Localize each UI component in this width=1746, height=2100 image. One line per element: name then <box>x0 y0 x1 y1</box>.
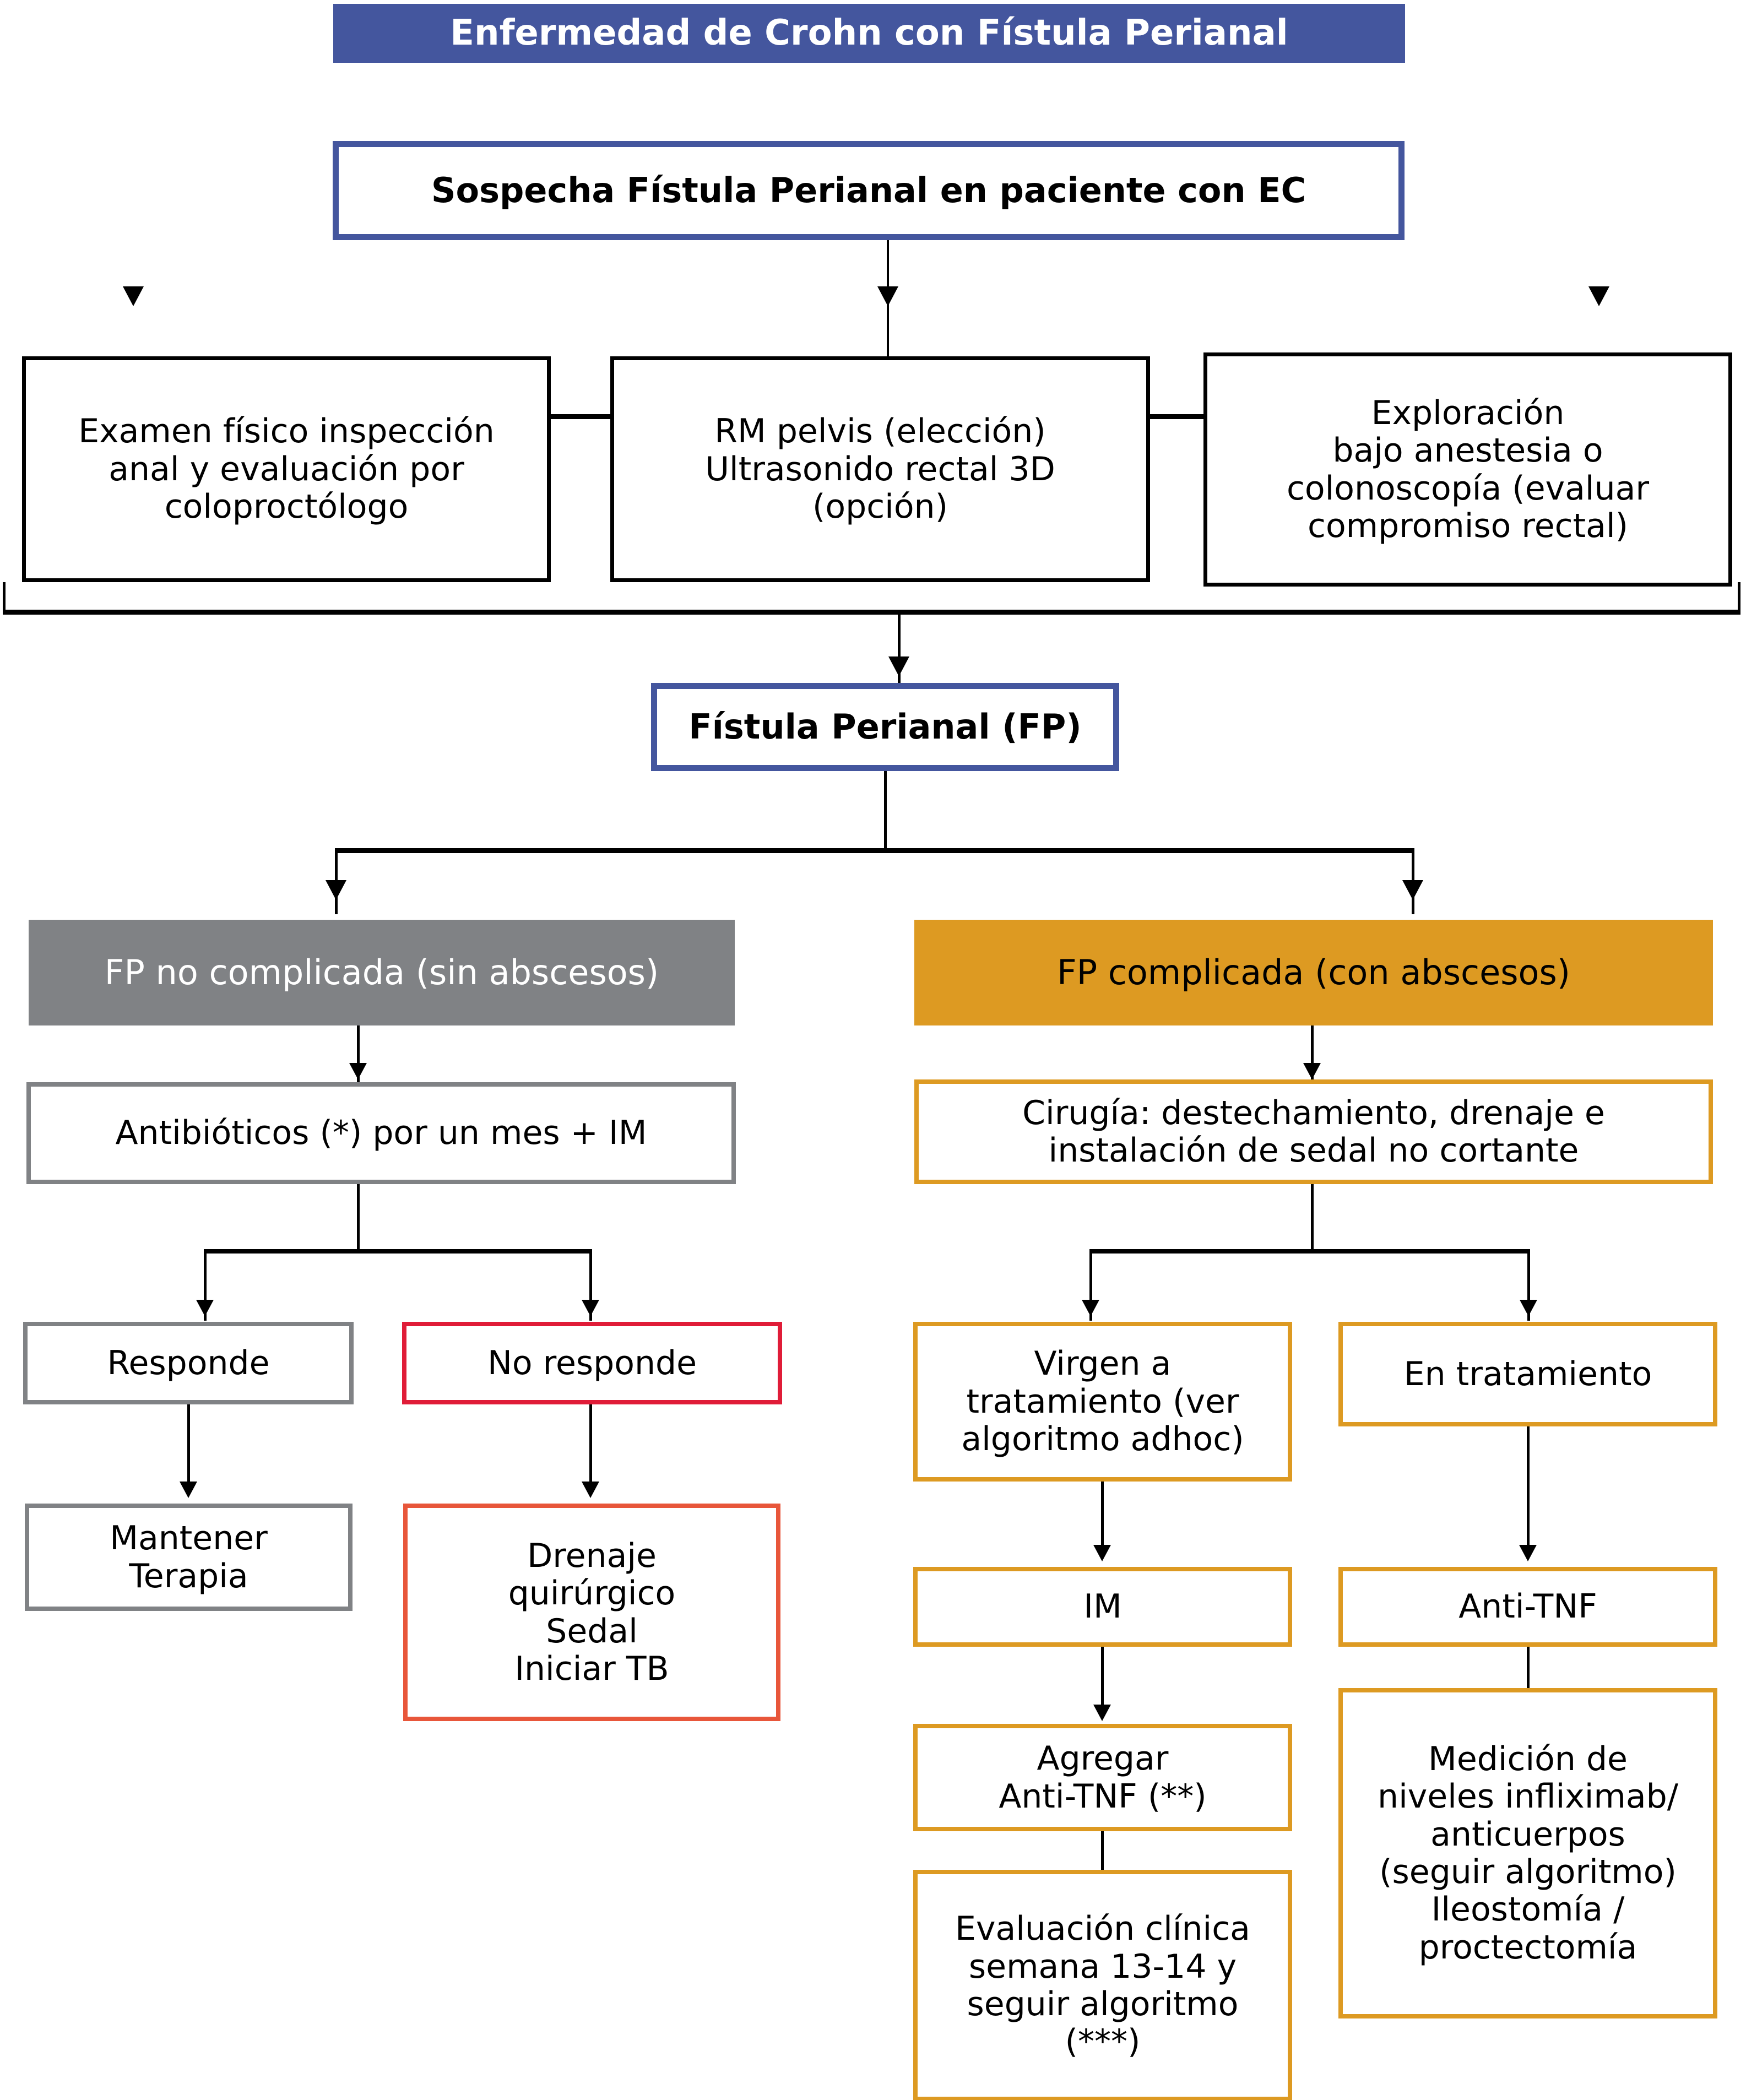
node-antibiotics: Antibióticos (*) por un mes + IM <box>26 1082 736 1184</box>
connector-suspicion-down <box>887 240 889 416</box>
connector-diagnosis-down <box>884 771 887 851</box>
arrow-to-antitnf <box>1519 1545 1537 1561</box>
node-surgical-drainage: Drenaje quirúrgico Sedal Iniciar TB <box>403 1504 780 1721</box>
node-treatment-naive-label: Virgen a tratamiento (ver algoritmo adho… <box>961 1344 1244 1459</box>
connector-merge-right-drop <box>1738 582 1740 613</box>
branch-header-uncomplicated: FP no complicada (sin abscesos) <box>29 920 735 1025</box>
node-antibiotics-label: Antibióticos (*) por un mes + IM <box>115 1114 647 1153</box>
node-workup-imaging: RM pelvis (elección) Ultrasonido rectal … <box>610 356 1150 582</box>
node-measure-levels-label: Medición de niveles infliximab/ anticuer… <box>1378 1739 1678 1967</box>
node-treatment-naive: Virgen a tratamiento (ver algoritmo adho… <box>913 1322 1292 1482</box>
arrow-to-branch-right <box>1402 880 1423 900</box>
node-responds-label: Responde <box>107 1343 270 1382</box>
connector-branch-bar <box>335 848 1414 853</box>
connector-im-down <box>1101 1647 1104 1710</box>
connector-surgery-split-left <box>1089 1249 1092 1321</box>
node-diagnosis-label: Fístula Perianal (FP) <box>688 706 1082 747</box>
connector-merge-bar <box>3 610 1740 615</box>
connector-surgery-split-bar <box>1089 1249 1530 1254</box>
arrow-to-workup-2 <box>877 286 898 306</box>
connector-antibiotics-split-bar <box>204 1249 592 1254</box>
node-workup-physical-exam-label: Examen físico inspección anal y evaluaci… <box>78 412 495 527</box>
node-responds: Responde <box>23 1322 354 1404</box>
arrow-to-surgery <box>1303 1063 1321 1079</box>
node-workup-exploration: Exploración bajo anestesia o colonoscopí… <box>1203 352 1732 587</box>
connector-responds-down <box>187 1404 190 1487</box>
node-on-treatment-label: En tratamiento <box>1403 1354 1652 1393</box>
node-add-antitnf: Agregar Anti-TNF (**) <box>913 1724 1292 1831</box>
connector-on-treatment-down <box>1527 1426 1530 1553</box>
connector-surgery-split-right <box>1527 1249 1530 1321</box>
node-surgery-label: Cirugía: destechamiento, drenaje e insta… <box>1022 1093 1605 1170</box>
arrow-to-not-responds <box>582 1300 599 1316</box>
node-maintain-therapy-label: Mantener Terapia <box>110 1519 268 1596</box>
node-suspicion: Sospecha Fístula Perianal en paciente co… <box>333 141 1405 240</box>
node-antitnf: Anti-TNF <box>1338 1567 1717 1647</box>
arrow-to-workup-3 <box>1588 286 1609 306</box>
node-clinical-evaluation: Evaluación clínica semana 13-14 y seguir… <box>913 1870 1292 2100</box>
node-workup-physical-exam: Examen físico inspección anal y evaluaci… <box>22 356 551 582</box>
branch-header-complicated-label: FP complicada (con abscesos) <box>1057 952 1570 992</box>
connector-antibiotics-split-left <box>204 1249 207 1321</box>
connector-naive-down <box>1101 1482 1104 1553</box>
connector-antibiotics-split-right <box>589 1249 592 1321</box>
arrow-to-on-treatment <box>1520 1300 1537 1316</box>
arrow-to-surgical-drainage <box>582 1482 599 1498</box>
branch-header-uncomplicated-label: FP no complicada (sin abscesos) <box>104 952 659 992</box>
node-im: IM <box>913 1567 1292 1647</box>
connector-add-antitnf-down <box>1101 1831 1104 1892</box>
header-banner: Enfermedad de Crohn con Fístula Perianal <box>333 4 1405 63</box>
connector-antitnf-down <box>1527 1647 1530 1710</box>
arrow-to-antibiotics <box>349 1063 367 1079</box>
node-on-treatment: En tratamiento <box>1338 1322 1717 1426</box>
connector-merge-left-drop <box>3 582 6 613</box>
arrow-to-responds <box>196 1300 214 1316</box>
arrow-to-naive <box>1082 1300 1099 1316</box>
arrow-to-add-antitnf <box>1093 1705 1111 1721</box>
header-banner-label: Enfermedad de Crohn con Fístula Perianal <box>450 13 1288 54</box>
node-antitnf-label: Anti-TNF <box>1458 1587 1597 1626</box>
connector-left-header-down <box>357 1025 360 1086</box>
connector-surgery-down <box>1311 1184 1314 1251</box>
arrow-to-maintain <box>180 1482 197 1498</box>
arrow-to-im <box>1093 1545 1111 1561</box>
node-measure-levels: Medición de niveles infliximab/ anticuer… <box>1338 1688 1717 2018</box>
arrow-to-branch-left <box>326 880 346 900</box>
node-not-responds: No responde <box>402 1322 782 1404</box>
node-workup-exploration-label: Exploración bajo anestesia o colonoscopí… <box>1286 393 1650 545</box>
node-surgical-drainage-label: Drenaje quirúrgico Sedal Iniciar TB <box>508 1536 676 1688</box>
connector-not-responds-down <box>589 1404 592 1487</box>
connector-right-header-down <box>1311 1025 1314 1086</box>
node-add-antitnf-label: Agregar Anti-TNF (**) <box>999 1739 1207 1816</box>
arrow-to-workup-1 <box>123 286 144 306</box>
arrow-to-diagnosis <box>888 656 909 676</box>
branch-header-complicated: FP complicada (con abscesos) <box>914 920 1713 1025</box>
node-surgery: Cirugía: destechamiento, drenaje e insta… <box>914 1079 1713 1184</box>
node-diagnosis: Fístula Perianal (FP) <box>651 683 1119 771</box>
node-not-responds-label: No responde <box>487 1343 697 1382</box>
node-clinical-evaluation-label: Evaluación clínica semana 13-14 y seguir… <box>955 1909 1250 2061</box>
node-suspicion-label: Sospecha Fístula Perianal en paciente co… <box>431 170 1306 210</box>
connector-antibiotics-down <box>357 1184 360 1251</box>
node-workup-imaging-label: RM pelvis (elección) Ultrasonido rectal … <box>705 412 1055 527</box>
node-maintain-therapy: Mantener Terapia <box>25 1504 353 1611</box>
node-im-label: IM <box>1083 1587 1122 1626</box>
